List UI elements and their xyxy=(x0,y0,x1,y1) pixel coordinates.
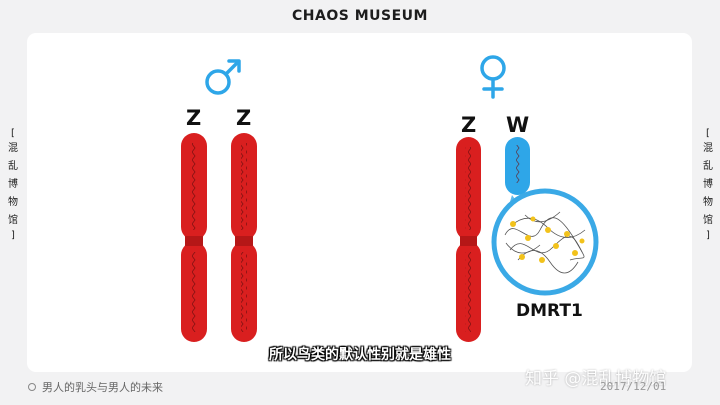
bracket-open: [ xyxy=(11,128,15,139)
male-label-z1: Z xyxy=(186,106,202,130)
side-tab-char: 馆 xyxy=(703,215,713,226)
subtitle-text: 所以鸟类的默认性别就是雄性 xyxy=(269,347,451,363)
male-z-chromosome-1 xyxy=(181,133,207,342)
w-chromosome xyxy=(505,137,530,195)
content-panel xyxy=(27,33,692,372)
side-tab-char: 混 xyxy=(8,143,18,154)
side-tab-char: 物 xyxy=(8,197,18,208)
side-tab-char: 乱 xyxy=(8,161,18,172)
side-tab-char: 博 xyxy=(8,179,18,190)
side-tab-char: 物 xyxy=(703,197,713,208)
male-label-z2: Z xyxy=(236,106,252,130)
protein-label: DMRT1 xyxy=(516,301,583,321)
side-tab-char: 馆 xyxy=(8,215,18,226)
male-z-chromosome-2 xyxy=(231,133,257,342)
channel-title: CHAOS MUSEUM xyxy=(292,8,428,24)
side-tab-right: [ 混 乱 博 物 馆 ] xyxy=(697,128,719,242)
episode-title-text: 男人的乳头与男人的未来 xyxy=(42,381,163,394)
dmrt1-zoom-callout xyxy=(491,188,599,296)
timestamp: 2017/12/01 xyxy=(600,380,667,393)
subtitle-bar: 所以鸟类的默认性别就是雄性 xyxy=(0,344,720,364)
male-symbol-icon xyxy=(205,59,241,95)
side-tab-char: 乱 xyxy=(703,161,713,172)
female-label-z: Z xyxy=(461,113,477,137)
side-tab-char: 博 xyxy=(703,179,713,190)
circle-icon xyxy=(28,383,36,391)
episode-title: 男人的乳头与男人的未来 xyxy=(28,379,163,395)
side-tab-char: 混 xyxy=(703,143,713,154)
zhihu-watermark: 知乎 @混乱博物馆 xyxy=(525,369,667,389)
female-symbol-icon xyxy=(480,55,506,99)
bracket-close: ] xyxy=(11,230,15,241)
side-tab-left: [ 混 乱 博 物 馆 ] xyxy=(2,128,24,242)
protein-atoms xyxy=(510,216,585,263)
bracket-open: [ xyxy=(706,128,710,139)
female-label-w: W xyxy=(506,113,530,137)
female-z-chromosome xyxy=(456,137,481,342)
bracket-close: ] xyxy=(706,230,710,241)
